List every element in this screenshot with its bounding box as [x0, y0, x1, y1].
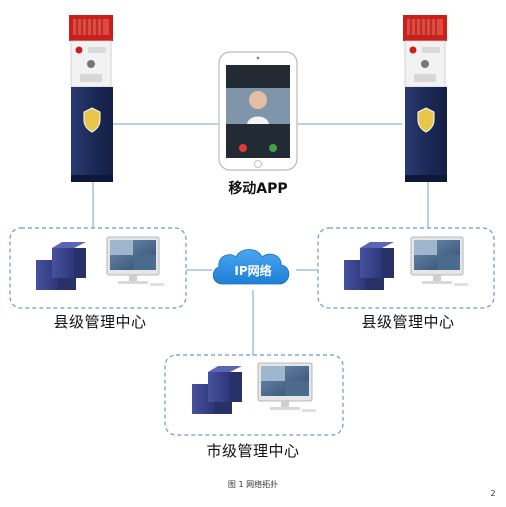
police-kiosk-right: [403, 15, 447, 182]
county-center-right-box: [317, 227, 495, 309]
monitor-icon: [257, 362, 316, 412]
phone-home-button: [254, 160, 262, 168]
county-center-left-label: 县级管理中心: [53, 313, 147, 331]
mobile-app-label: 移动APP: [228, 181, 288, 197]
county-center-right-label: 县级管理中心: [361, 313, 455, 331]
ip-network-cloud-icon: [212, 249, 290, 285]
smartphone: [218, 51, 298, 171]
server-icon: [192, 366, 242, 414]
accept-call-icon: [269, 144, 277, 152]
server-icon: [36, 242, 86, 290]
ip-network-label: IP网络: [234, 264, 272, 278]
decline-call-icon: [239, 144, 247, 152]
county-center-left-box: [9, 227, 187, 309]
page-number: 2: [490, 489, 496, 498]
monitor-icon: [106, 236, 164, 286]
connection-lines: [92, 123, 429, 355]
city-center-box: [164, 354, 344, 436]
server-icon: [344, 242, 394, 290]
city-center-label: 市级管理中心: [206, 442, 300, 460]
police-kiosk-left: [69, 15, 113, 182]
monitor-icon: [410, 236, 468, 286]
figure-caption: 图 1 网络拓扑: [227, 480, 279, 489]
